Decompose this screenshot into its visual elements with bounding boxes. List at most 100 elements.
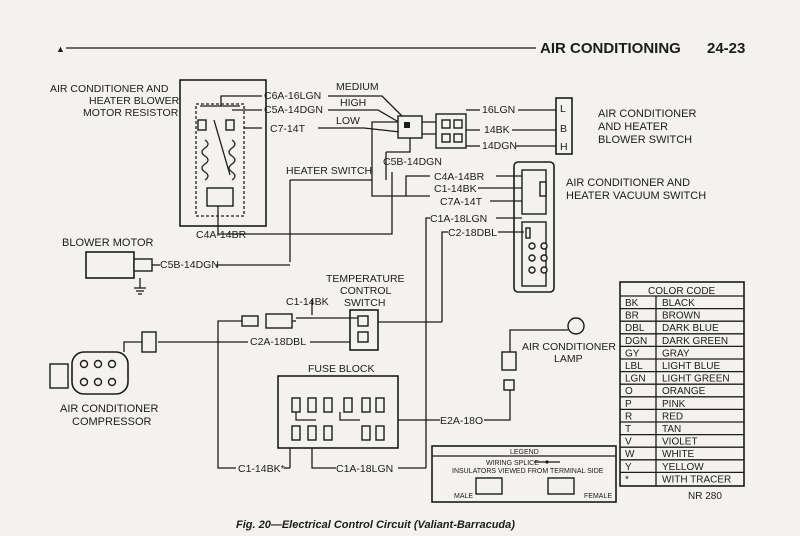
vacuum-port-3: [528, 254, 536, 262]
label-c5b-top: C5B-14DGN: [383, 156, 442, 168]
fuse-8: [307, 425, 317, 441]
vacuum-port-2: [540, 242, 548, 250]
fuse-busbar: [295, 412, 360, 421]
color-code-name: PINK: [662, 399, 686, 410]
temp-switch-terminal-2: [357, 331, 369, 343]
ac-lamp-label-2: LAMP: [554, 353, 583, 365]
wire-c1a-fuse: [311, 448, 336, 469]
color-code-abbrev: BR: [625, 311, 639, 322]
compressor-bolt-5: [93, 377, 103, 387]
wire-compressor-lead: [123, 341, 142, 352]
wire-c5b-drop: [386, 138, 411, 153]
figure-caption: Fig. 20—Electrical Control Circuit (Vali…: [236, 519, 515, 531]
legend-female-symbol: [547, 477, 575, 495]
wire-c4a-bend: [405, 175, 430, 196]
vacuum-switch-contact-1: [539, 181, 547, 197]
wire-c1-temp: [311, 300, 358, 319]
color-code-abbrev: DGN: [625, 336, 647, 347]
wire-c2-trunk: [441, 231, 448, 322]
blower-connector-pin-2: [453, 119, 463, 129]
blower-motor-resistor: AIR CONDITIONER AND HEATER BLOWER MOTOR …: [50, 79, 267, 227]
vacuum-switch-contact-2: [525, 227, 531, 239]
fuse-2: [307, 397, 317, 413]
blower-connector-pin-3: [441, 133, 451, 143]
label-high: HIGH: [340, 97, 366, 109]
resistor-label-line1: AIR CONDITIONER AND: [50, 83, 169, 95]
legend-note: INSULATORS VIEWED FROM TERMINAL SIDE: [452, 468, 604, 475]
color-code-name: TAN: [662, 424, 681, 435]
fuse-9: [323, 425, 333, 441]
resistor-coil-1: [201, 139, 209, 181]
lamp-connector: [503, 379, 515, 391]
connector-pin: [404, 122, 410, 128]
blower-switch-label-3: BLOWER SWITCH: [598, 134, 692, 146]
color-code-abbrev: T: [625, 424, 631, 435]
temp-switch-terminal-1: [357, 315, 369, 327]
fuse-6: [375, 397, 385, 413]
label-c1-temp: C1-14BK: [286, 296, 329, 308]
color-code-abbrev: W: [625, 449, 635, 460]
legend-male-symbol: [475, 477, 503, 495]
lamp-socket: [501, 351, 517, 371]
header-mark: ▲: [56, 44, 65, 54]
resistor-coil-2: [228, 139, 236, 181]
vacuum-switch-label-2: HEATER VACUUM SWITCH: [566, 190, 706, 202]
label-medium: MEDIUM: [336, 81, 379, 93]
label-c5b-motor: C5B-14DGN: [160, 259, 219, 271]
legend-splice-dot: [545, 460, 549, 464]
label-14bk: 14BK: [484, 124, 510, 136]
wire-c6a: [220, 95, 262, 106]
color-code-name: YELLOW: [662, 462, 704, 473]
compressor-body: [71, 351, 129, 395]
resistor-housing: [179, 79, 267, 227]
compressor-connector: [141, 331, 157, 353]
color-code-abbrev: O: [625, 386, 633, 397]
ac-lamp-bulb: [567, 317, 585, 335]
resistor-plug: [206, 187, 234, 207]
compressor-bolt-4: [79, 377, 89, 387]
label-e2a: E2A-18O: [440, 415, 483, 427]
label-14dgn: 14DGN: [482, 140, 517, 152]
fuse-block-body: [277, 375, 399, 449]
resistor-terminal-1: [197, 119, 207, 131]
label-c4a-bottom: C4A-14BR: [196, 229, 247, 241]
color-code-title: COLOR CODE: [648, 286, 716, 297]
heater-switch-label: HEATER SWITCH: [286, 165, 372, 177]
label-low: LOW: [336, 115, 360, 127]
label-c1a-bottom: C1A-18LGN: [336, 463, 393, 475]
color-code-name: LIGHT BLUE: [662, 361, 720, 372]
label-c5a: C5A-14DGN: [264, 104, 323, 116]
color-code-abbrev: LGN: [625, 374, 646, 385]
ac-compressor: [49, 331, 157, 395]
wire-high: [328, 109, 403, 125]
fuse-4: [343, 397, 353, 413]
blower-connector-pin-4: [453, 133, 463, 143]
vacuum-port-1: [528, 242, 536, 250]
compressor-bolt-1: [79, 359, 89, 369]
blower-switch-body: [555, 97, 573, 155]
legend-box: [431, 445, 617, 503]
resistor-label-line3: MOTOR RESISTOR: [83, 107, 179, 119]
blower-motor-label: BLOWER MOTOR: [62, 237, 154, 249]
wire-heater-c1: [371, 180, 430, 197]
compressor-bolt-6: [107, 377, 117, 387]
wire-e2a: [484, 388, 511, 421]
resistor-element: [213, 119, 231, 176]
color-code-abbrev: *: [625, 474, 629, 485]
vacuum-port-6: [540, 266, 548, 274]
color-code-name: RED: [662, 411, 683, 422]
legend-title: LEGEND: [510, 449, 539, 456]
legend: LEGEND WIRING SPLICE INSULATORS VIEWED F…: [431, 445, 617, 503]
blower-connector-pin-1: [441, 119, 451, 129]
vacuum-port-5: [528, 266, 536, 274]
color-code-name: BROWN: [662, 311, 700, 322]
color-code-abbrev: Y: [625, 462, 632, 473]
label-c1-bottom: C1-14BK*: [238, 463, 285, 475]
label-c7: C7-14T: [270, 123, 306, 135]
fuse-3: [323, 397, 333, 413]
fuse-5: [361, 397, 371, 413]
figure-ref: NR 280: [688, 491, 722, 502]
